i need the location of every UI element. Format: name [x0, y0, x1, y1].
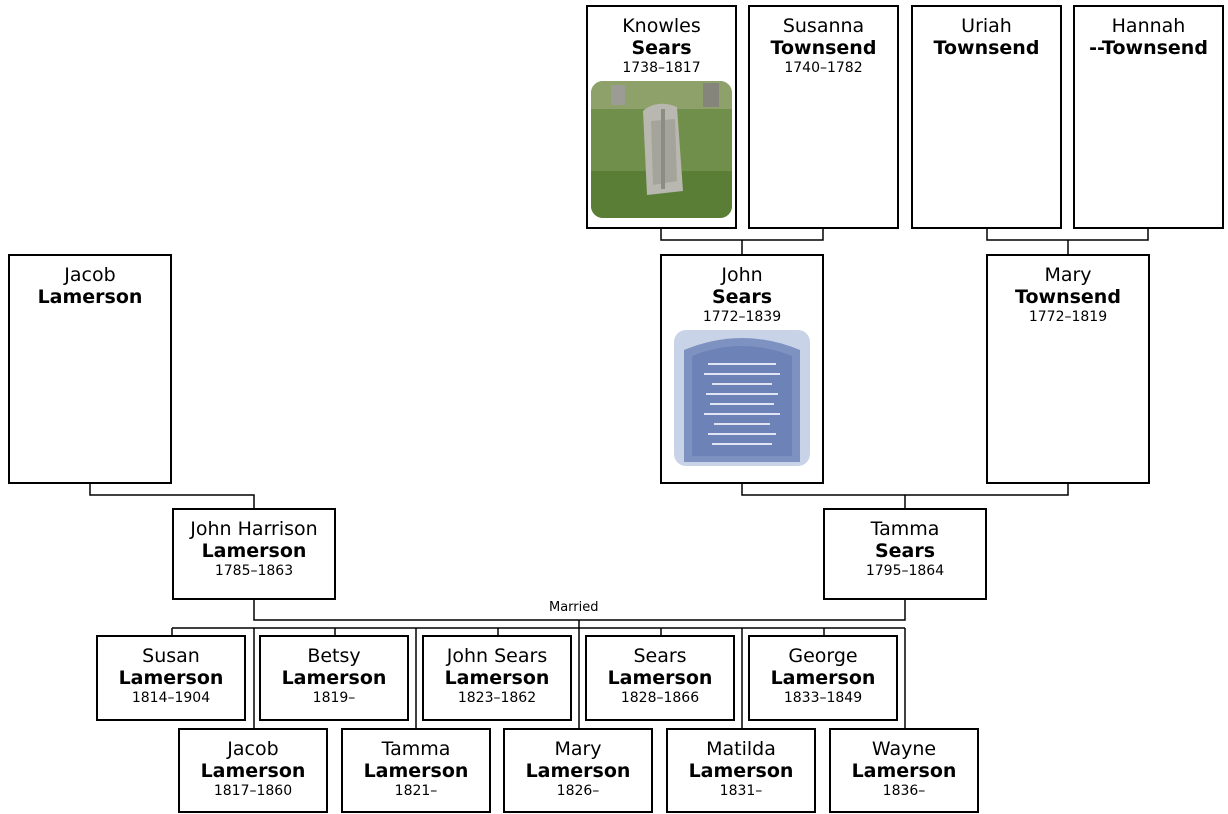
given-name: Sears: [633, 645, 687, 667]
child-card[interactable]: Susan Lamerson 1814–1904: [96, 635, 246, 721]
life-dates: 1814–1904: [131, 690, 211, 706]
life-dates: 1821–: [394, 783, 438, 799]
person-card-john-sears[interactable]: John Sears 1772–1839: [660, 254, 824, 484]
person-card-tamma-sears[interactable]: Tamma Sears 1795–1864: [823, 508, 987, 600]
life-dates: 1740–1782: [784, 60, 863, 76]
given-name: Mary: [554, 738, 602, 760]
surname: Lamerson: [201, 540, 307, 562]
given-name: Jacob: [227, 738, 279, 760]
gravestone-inscription-photo: [674, 330, 810, 466]
given-name: John Harrison: [190, 518, 318, 540]
person-card-john-harrison-lamerson[interactable]: John Harrison Lamerson 1785–1863: [172, 508, 336, 600]
given-name: Tamma: [381, 738, 451, 760]
surname: --Townsend: [1089, 37, 1208, 59]
married-label: Married: [549, 600, 599, 616]
surname: Lamerson: [200, 760, 306, 782]
life-dates: 1738–1817: [622, 60, 701, 76]
given-name: Mary: [1044, 264, 1092, 286]
life-dates: 1785–1863: [214, 563, 294, 579]
life-dates: 1836–: [882, 783, 926, 799]
surname: Lamerson: [363, 760, 469, 782]
surname: Lamerson: [444, 667, 550, 689]
life-dates: 1828–1866: [620, 690, 700, 706]
given-name: John: [721, 264, 763, 286]
given-name: Susanna: [782, 15, 865, 37]
life-dates: 1833–1849: [783, 690, 863, 706]
surname: Lamerson: [118, 667, 224, 689]
child-card[interactable]: Sears Lamerson 1828–1866: [585, 635, 735, 721]
child-card[interactable]: Betsy Lamerson 1819–: [259, 635, 409, 721]
given-name: Knowles: [622, 15, 701, 37]
surname: Sears: [711, 286, 773, 308]
life-dates: 1772–1819: [1028, 309, 1108, 325]
connector-line: [89, 484, 255, 508]
given-name: Matilda: [706, 738, 776, 760]
given-name: George: [788, 645, 858, 667]
surname: Lamerson: [851, 760, 957, 782]
person-card-susanna-townsend[interactable]: Susanna Townsend 1740–1782: [748, 5, 899, 229]
child-card[interactable]: Matilda Lamerson 1831–: [666, 728, 816, 813]
life-dates: 1823–1862: [457, 690, 537, 706]
surname: Townsend: [770, 37, 877, 59]
child-card[interactable]: Mary Lamerson 1826–: [503, 728, 653, 813]
surname: Lamerson: [525, 760, 631, 782]
life-dates: 1819–: [312, 690, 356, 706]
connector-line: [741, 484, 1069, 496]
surname: Townsend: [933, 37, 1040, 59]
person-card-mary-townsend[interactable]: Mary Townsend 1772–1819: [986, 254, 1150, 484]
person-card-jacob-lamerson-sr[interactable]: Jacob Lamerson: [8, 254, 172, 484]
surname: Sears: [874, 540, 936, 562]
surname: Sears: [631, 37, 692, 59]
gravestone-photo: [591, 81, 732, 218]
person-card-knowles-sears[interactable]: Knowles Sears 1738–1817: [586, 5, 737, 229]
life-dates: 1817–1860: [213, 783, 293, 799]
child-card[interactable]: Tamma Lamerson 1821–: [341, 728, 491, 813]
surname: Townsend: [1015, 286, 1121, 308]
life-dates: 1795–1864: [865, 563, 945, 579]
life-dates: 1772–1839: [702, 309, 782, 325]
given-name: John Sears: [446, 645, 548, 667]
life-dates: 1831–: [719, 783, 763, 799]
given-name: Jacob: [64, 264, 116, 286]
person-card-hannah-townsend[interactable]: Hannah --Townsend: [1073, 5, 1224, 229]
connector-line: [660, 228, 824, 241]
given-name: Susan: [142, 645, 200, 667]
surname: Lamerson: [37, 286, 143, 308]
child-card[interactable]: John Sears Lamerson 1823–1862: [422, 635, 572, 721]
given-name: Wayne: [871, 738, 937, 760]
surname: Lamerson: [688, 760, 794, 782]
child-card[interactable]: Wayne Lamerson 1836–: [829, 728, 979, 813]
life-dates: 1826–: [556, 783, 600, 799]
surname: Lamerson: [281, 667, 387, 689]
child-card[interactable]: George Lamerson 1833–1849: [748, 635, 898, 721]
child-card[interactable]: Jacob Lamerson 1817–1860: [178, 728, 328, 813]
given-name: Hannah: [1111, 15, 1186, 37]
given-name: Betsy: [307, 645, 361, 667]
connector-line: [986, 228, 1149, 241]
surname: Lamerson: [770, 667, 876, 689]
given-name: Uriah: [961, 15, 1012, 37]
surname: Lamerson: [607, 667, 713, 689]
person-card-uriah-townsend[interactable]: Uriah Townsend: [911, 5, 1062, 229]
given-name: Tamma: [870, 518, 940, 540]
